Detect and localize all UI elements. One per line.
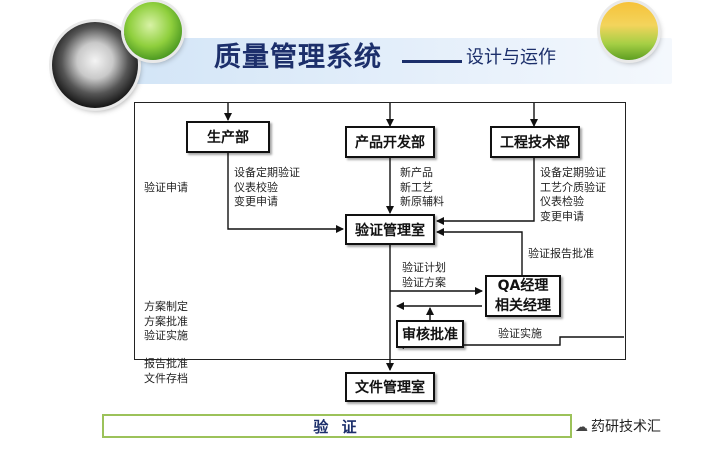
footer-label: 验 证 bbox=[313, 417, 361, 436]
document-office-box: 文件管理室 bbox=[345, 372, 435, 402]
note-line: 新原辅料 bbox=[400, 195, 444, 208]
note-line: 变更申请 bbox=[234, 195, 278, 208]
review-approval-box: 审核批准 bbox=[396, 320, 464, 348]
validation-office-box: 验证管理室 bbox=[345, 214, 435, 245]
validation-apply-note: 验证申请 bbox=[144, 181, 188, 194]
qa-manager-box: QA经理 相关经理 bbox=[485, 275, 561, 317]
validation-footer-bar: 验 证 bbox=[102, 414, 572, 438]
note-line: 工艺介质验证 bbox=[540, 180, 606, 194]
production-dept-label: 生产部 bbox=[207, 130, 249, 146]
arrow-implementation-to-center bbox=[396, 336, 624, 349]
watermark: ☁药研技术汇 bbox=[575, 416, 661, 436]
grass-decoration-image bbox=[600, 2, 658, 60]
document-office-label: 文件管理室 bbox=[355, 380, 425, 396]
leaf-decoration-image bbox=[124, 2, 182, 60]
title-dash-divider bbox=[402, 60, 462, 63]
page-subtitle: 设计与运作 bbox=[466, 47, 556, 68]
product-dev-dept-box: 产品开发部 bbox=[345, 126, 435, 158]
product-dev-dept-label: 产品开发部 bbox=[355, 135, 425, 151]
scheme-notes: 方案制定 方案批准 验证实施 bbox=[144, 300, 188, 344]
qa-manager-label: QA经理 bbox=[497, 278, 549, 294]
validation-office-label: 验证管理室 bbox=[355, 222, 425, 239]
engineering-notes: 设备定期验证 工艺介质验证 仪表检验 变更申请 bbox=[540, 166, 606, 224]
plan-notes: 验证计划 验证方案 bbox=[402, 261, 446, 290]
watermark-text: 药研技术汇 bbox=[591, 419, 661, 435]
note-line: 设备定期验证 bbox=[234, 166, 300, 179]
note-line: 变更申请 bbox=[540, 209, 584, 223]
engineering-dept-label: 工程技术部 bbox=[500, 135, 570, 151]
note-line: 设备定期验证 bbox=[540, 166, 606, 179]
arrow-engineering-to-validation bbox=[436, 158, 535, 225]
related-manager-label: 相关经理 bbox=[495, 298, 551, 314]
note-line: 仪表校验 bbox=[234, 180, 278, 194]
implementation-note-right: 验证实施 bbox=[498, 327, 542, 340]
arrow-production-to-validation bbox=[227, 153, 344, 233]
archive-notes: 报告批准 文件存档 bbox=[144, 357, 188, 386]
arrow-qa-to-validation bbox=[436, 228, 523, 275]
page-title: 质量管理系统 bbox=[214, 42, 382, 73]
production-dept-box: 生产部 bbox=[186, 121, 270, 153]
engineering-dept-box: 工程技术部 bbox=[490, 126, 580, 158]
report-approval-note: 验证报告批准 bbox=[528, 247, 594, 260]
note-line: 验证实施 bbox=[144, 329, 188, 342]
note-line: 新工艺 bbox=[400, 180, 433, 194]
note-line: 新产品 bbox=[400, 166, 433, 179]
review-approval-label: 审核批准 bbox=[402, 327, 458, 343]
note-line: 验证计划 bbox=[402, 261, 446, 274]
wechat-icon: ☁ bbox=[575, 420, 588, 435]
note-line: 方案制定 bbox=[144, 300, 188, 313]
dandelion-decoration-image bbox=[52, 22, 138, 108]
diagram-frame bbox=[134, 102, 626, 360]
note-line: 文件存档 bbox=[144, 371, 188, 385]
note-line: 仪表检验 bbox=[540, 195, 584, 208]
note-line: 报告批准 bbox=[144, 357, 188, 370]
production-notes: 设备定期验证 仪表校验 变更申请 bbox=[234, 166, 300, 210]
note-line: 验证方案 bbox=[402, 275, 446, 289]
product-dev-notes: 新产品 新工艺 新原辅料 bbox=[400, 166, 444, 210]
note-line: 方案批准 bbox=[144, 314, 188, 328]
